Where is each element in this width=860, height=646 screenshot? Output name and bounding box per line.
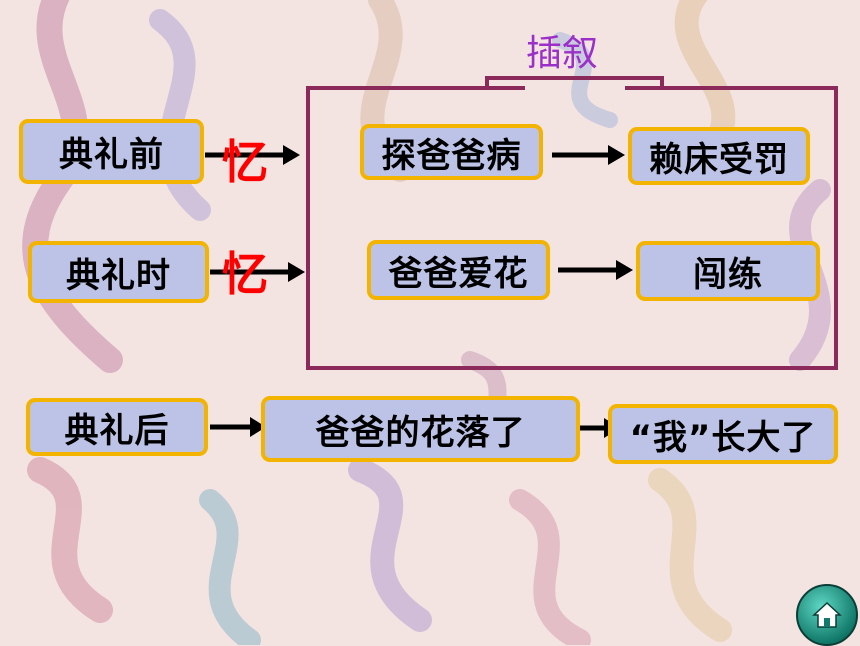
recall-mark-1: 忆 [222,135,268,189]
dad-loves-flowers-label: 爸爸爱花 [388,253,529,294]
punished-box: 赖床受罚 [628,127,810,185]
arrow-2 [558,260,633,280]
recall-mark-2: 忆 [222,247,268,301]
home-button[interactable] [796,584,858,646]
punished-label: 赖床受罚 [649,139,789,180]
grew-up-box: “我”长大了 [608,404,838,464]
visit-dad-label: 探爸爸病 [381,135,522,176]
arrow-1 [552,145,625,165]
venture-box: 闯练 [636,241,820,301]
before-ceremony-box: 典礼前 [19,119,204,184]
visit-dad-box: 探爸爸病 [360,124,543,180]
flowers-fell-box: 爸爸的花落了 [261,396,580,462]
after-ceremony-box: 典礼后 [26,398,208,456]
recall-arrow-2 [210,262,305,282]
after-ceremony-label: 典礼后 [64,410,170,451]
dad-loves-flowers-box: 爸爸爱花 [367,240,550,300]
insert-label: 插叙 [526,33,599,74]
before-ceremony-label: 典礼前 [59,135,164,175]
recall-arrow-1 [205,145,300,165]
during-ceremony-label: 典礼时 [66,255,171,296]
insert-bracket [306,76,838,370]
flowers-fell-label: 爸爸的花落了 [315,412,526,453]
grew-up-label: “我”长大了 [629,417,817,458]
venture-label: 闯练 [693,254,763,295]
during-ceremony-box: 典礼时 [28,241,209,303]
arrow-3 [210,417,266,437]
home-icon [812,601,842,628]
